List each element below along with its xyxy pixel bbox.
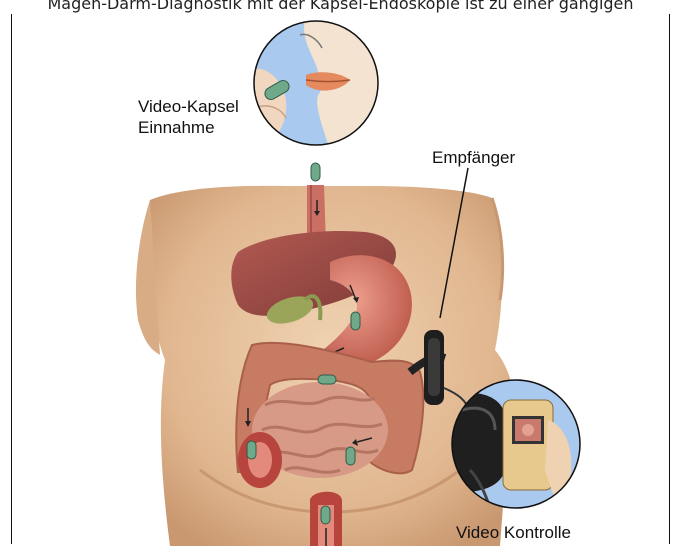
receiver-label: Empfänger <box>432 147 515 168</box>
video-control-inset <box>452 380 580 510</box>
capsule-label-line2: Einnahme <box>138 117 239 138</box>
video-control-label: Video Kontrolle <box>456 522 571 543</box>
capsule-ingestion-inset <box>250 17 386 150</box>
capsule-ingestion-label: Video-Kapsel Einnahme <box>138 96 239 138</box>
capsule-label-line1: Video-Kapsel <box>138 96 239 117</box>
